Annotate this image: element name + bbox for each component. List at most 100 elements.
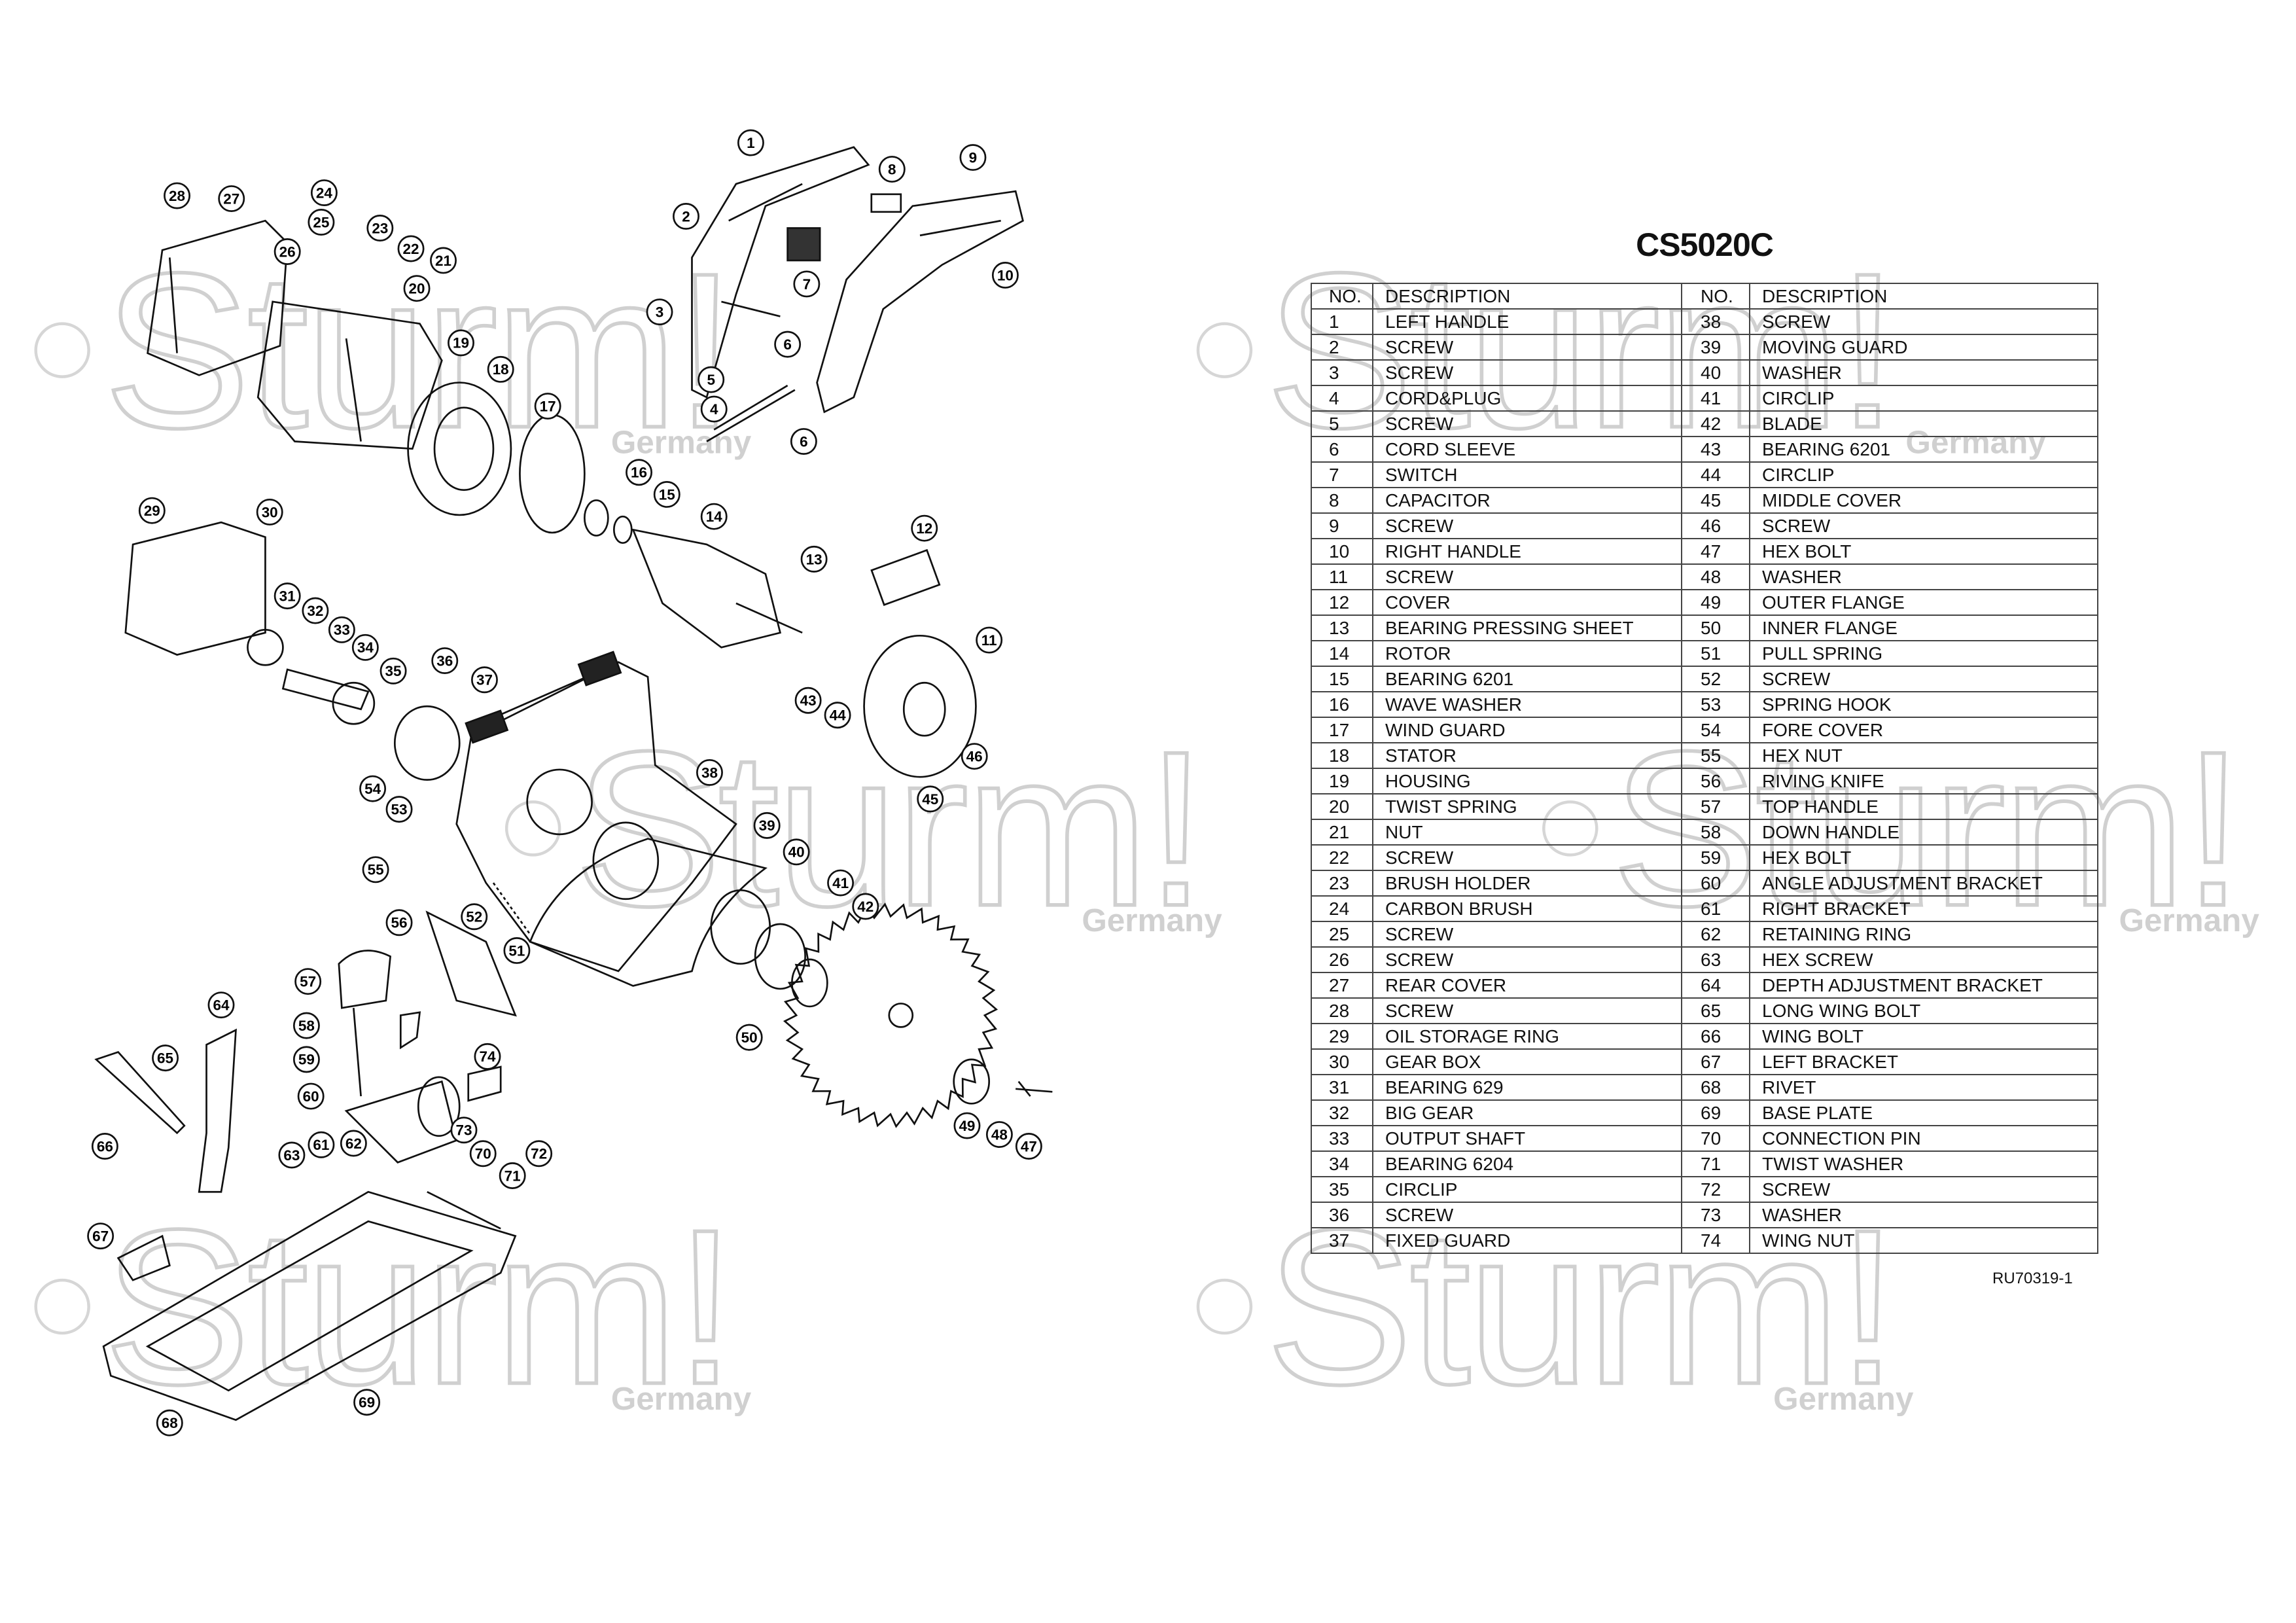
callout-number: 1 [747, 135, 754, 151]
rear-cover [147, 219, 289, 376]
callout-42: 42 [852, 893, 879, 920]
washer-40 [710, 889, 771, 965]
part-description: BIG GEAR [1372, 1099, 1682, 1126]
callout-circle [503, 937, 531, 964]
callout-8: 8 [878, 156, 906, 183]
callout-circle [783, 838, 810, 866]
callout-number: 61 [313, 1137, 329, 1153]
callout-circle [471, 666, 498, 694]
callout-number: 62 [345, 1135, 362, 1152]
callout-14: 14 [700, 503, 728, 530]
callout-70: 70 [469, 1140, 497, 1168]
callout-circle [1015, 1133, 1042, 1160]
callout-51: 51 [503, 937, 531, 964]
callout-number: 20 [409, 281, 425, 297]
part-number: 6 [1311, 436, 1373, 463]
callout-circle [156, 1409, 183, 1436]
callout-circle [308, 1131, 335, 1158]
callout-34: 34 [351, 633, 379, 661]
callout-number: 67 [92, 1228, 109, 1245]
part-description: BEARING 629 [1372, 1074, 1682, 1101]
callout-circle [431, 647, 459, 674]
callout-circle [626, 459, 653, 486]
callout-12: 12 [911, 514, 938, 542]
callout-6: 6 [790, 428, 817, 455]
part-number: 23 [1311, 870, 1373, 897]
callout-circle [91, 1133, 118, 1160]
part-description: BEARING PRESSING SHEET [1372, 615, 1682, 641]
callout-number: 22 [403, 241, 419, 257]
part-description: BLADE [1749, 410, 2098, 437]
callout-45: 45 [917, 785, 944, 813]
part-description: RIGHT BRACKET [1749, 895, 2098, 922]
rotor [631, 528, 803, 649]
fixed-guard-grip [465, 709, 509, 744]
part-description: OUTPUT SHAFT [1372, 1125, 1682, 1152]
part-description: WASHER [1749, 359, 2098, 386]
blade-arbor [888, 1003, 914, 1028]
watermark-germany: Germany [1082, 902, 1222, 938]
callout-circle [385, 909, 413, 936]
part-number: 58 [1681, 819, 1750, 846]
header-no: NO. [1311, 283, 1373, 310]
part-description: SCREW [1372, 359, 1682, 386]
callout-48: 48 [985, 1121, 1013, 1148]
part-description: STATOR [1372, 742, 1682, 769]
part-number: 62 [1681, 921, 1750, 948]
callout-5: 5 [698, 366, 725, 393]
part-description: CARBON BRUSH [1372, 895, 1682, 922]
callout-circle [366, 215, 394, 241]
pull-spring [492, 882, 531, 935]
callout-circle [385, 796, 413, 823]
callout-67: 67 [87, 1222, 115, 1250]
callout-46: 46 [961, 743, 988, 770]
part-number: 59 [1681, 844, 1750, 871]
callout-circle [328, 616, 355, 643]
callout-circle [673, 203, 699, 230]
connection-pin [427, 1191, 501, 1230]
callout-number: 23 [372, 220, 388, 236]
callout-24: 24 [310, 179, 338, 207]
callout-number: 70 [475, 1146, 491, 1162]
document-id: RU70319-1 [1992, 1270, 2073, 1287]
callout-71: 71 [499, 1162, 526, 1189]
part-number: 53 [1681, 691, 1750, 718]
part-number: 28 [1311, 997, 1373, 1024]
callout-circle [646, 298, 673, 326]
callout-number: 52 [466, 909, 482, 925]
part-description: GEAR BOX [1372, 1048, 1682, 1075]
part-number: 43 [1681, 436, 1750, 463]
callout-number: 5 [707, 372, 715, 388]
callout-circle [737, 129, 764, 156]
callout-number: 69 [359, 1395, 375, 1411]
cover-plate [870, 548, 941, 606]
part-description: SCREW [1372, 512, 1682, 539]
part-description: HEX SCREW [1749, 946, 2098, 973]
callout-number: 74 [479, 1048, 495, 1065]
part-description: SCREW [1749, 1176, 2098, 1203]
part-number: 16 [1311, 691, 1373, 718]
part-description: SCREW [1749, 308, 2098, 335]
callout-number: 51 [508, 942, 525, 959]
part-number: 32 [1311, 1099, 1373, 1126]
callout-number: 24 [316, 185, 332, 201]
callout-circle [310, 179, 338, 207]
part-description: SWITCH [1372, 461, 1682, 488]
base-plate [102, 1190, 517, 1421]
callout-circle [294, 968, 322, 995]
callout-number: 4 [710, 401, 718, 418]
part-description: DEPTH ADJUSTMENT BRACKET [1749, 972, 2098, 999]
part-description: RIGHT HANDLE [1372, 538, 1682, 565]
callout-50: 50 [735, 1024, 763, 1051]
